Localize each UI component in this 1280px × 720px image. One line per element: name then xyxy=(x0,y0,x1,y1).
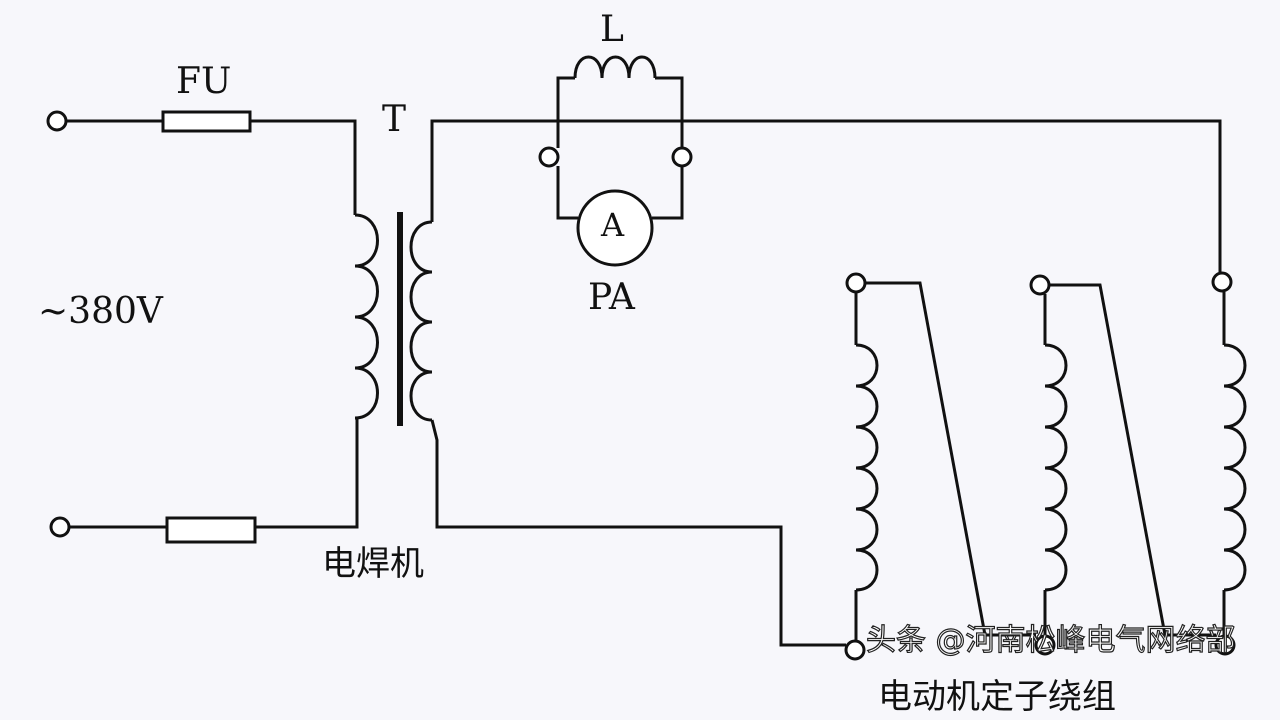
ammeter-label: PA xyxy=(588,277,635,318)
motor-winding-label: 电动机定子绕组 xyxy=(878,677,1116,717)
inductor-branch xyxy=(556,76,684,121)
primary-coil xyxy=(354,213,379,420)
winding-2-terminal-top xyxy=(1029,274,1051,296)
welder-label: 电焊机 xyxy=(322,544,424,584)
ammeter-terminal-right xyxy=(671,146,693,168)
secondary-bottom-wire xyxy=(430,419,846,647)
winding-1-wires xyxy=(854,281,1036,641)
ammeter xyxy=(576,189,654,267)
ammeter-branch xyxy=(556,121,684,220)
primary-bottom-wire xyxy=(69,418,359,529)
watermark: 头条 @河南松峰电气网络部 xyxy=(865,623,1236,658)
winding-1-terminal-top xyxy=(845,272,867,294)
input-terminal-top xyxy=(46,110,68,132)
primary-top-wire xyxy=(66,119,357,215)
fuse-top xyxy=(161,110,252,133)
inductor-coil xyxy=(573,55,657,79)
winding-1-coil xyxy=(855,343,879,592)
winding-2-wires xyxy=(1043,283,1216,637)
winding-3-terminal-bottom xyxy=(1214,634,1236,656)
ammeter-symbol: A xyxy=(601,206,625,244)
voltage-label: ~380V xyxy=(38,291,163,332)
ammeter-terminal-left xyxy=(538,146,560,168)
winding-3-coil xyxy=(1223,343,1247,592)
fuse-label: FU xyxy=(176,61,232,102)
winding-2-terminal-bottom xyxy=(1034,634,1056,656)
secondary-top-wire xyxy=(430,119,1222,272)
secondary-coil xyxy=(409,220,433,422)
winding-3-terminal-top xyxy=(1211,271,1233,293)
winding-1-terminal-bottom xyxy=(844,639,866,661)
inductor-label: L xyxy=(600,9,624,50)
fuse-bottom xyxy=(165,516,257,544)
input-terminal-bottom xyxy=(49,516,71,538)
transformer-label: T xyxy=(382,99,407,140)
winding-2-coil xyxy=(1044,343,1068,592)
